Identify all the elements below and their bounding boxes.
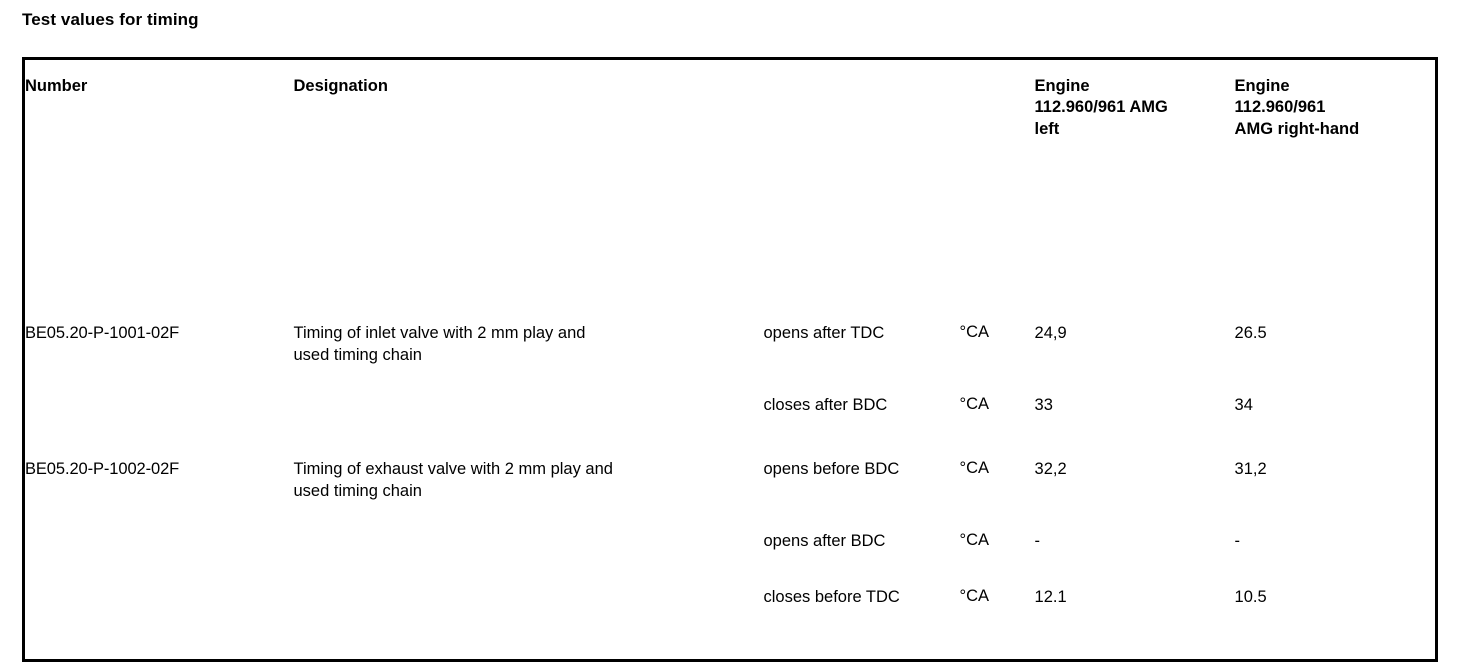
timing-test-values-table: Number Designation Engine 112.960/961 AM… xyxy=(22,57,1439,662)
measurement-label-cell: closes after BDC xyxy=(764,395,960,459)
header-cell-number: Number xyxy=(24,59,294,141)
value-cell-engine-left: 12.1 xyxy=(1035,587,1235,661)
table-row: BE05.20-P-1002-02F Timing of exhaust val… xyxy=(24,459,1437,531)
row-designation-cell: Timing of inlet valve with 2 mm play and… xyxy=(294,323,764,459)
header-label-number: Number xyxy=(25,77,88,95)
measurement-label: opens after TDC xyxy=(763,324,885,343)
measurement-unit-cell: °CA xyxy=(960,323,1035,395)
row-number-text: BE05.20-P-1001-02F xyxy=(25,324,180,343)
value-cell-engine-left: 33 xyxy=(1035,395,1235,459)
header-cell-engine-left: Engine 112.960/961 AMG left xyxy=(1035,59,1235,141)
page-title: Test values for timing xyxy=(22,10,199,29)
measurement-unit: °CA xyxy=(959,587,990,606)
value-cell-engine-right: 26.5 xyxy=(1235,323,1437,395)
measurement-unit-cell: °CA xyxy=(960,587,1035,661)
document-page: Test values for timing Number Designatio… xyxy=(22,10,1439,662)
measurement-subrow: closes before TDC °CA 12.1 10.5 xyxy=(24,587,1437,661)
measurement-unit: °CA xyxy=(959,531,990,550)
header-engine-left-line-3: left xyxy=(1034,119,1060,138)
measurement-unit: °CA xyxy=(959,395,990,414)
header-label-designation: Designation xyxy=(293,77,388,95)
measurement-label: opens before BDC xyxy=(763,460,900,479)
value-engine-right: 26.5 xyxy=(1234,324,1267,343)
measurement-label: closes after BDC xyxy=(763,396,888,415)
value-engine-left: 33 xyxy=(1034,396,1053,415)
measurement-unit: °CA xyxy=(959,323,990,342)
header-engine-left-line-2: 112.960/961 AMG xyxy=(1034,98,1168,117)
value-engine-left: 24,9 xyxy=(1034,324,1067,343)
header-engine-right-line-1: Engine xyxy=(1234,77,1290,95)
spec-table-container: Number Designation Engine 112.960/961 AM… xyxy=(22,57,1439,662)
row-number-cell: BE05.20-P-1002-02F xyxy=(24,459,294,661)
header-spacer-designation xyxy=(294,140,1035,323)
measurement-label-cell: opens after BDC xyxy=(764,531,960,587)
row-number-text: BE05.20-P-1002-02F xyxy=(25,460,180,479)
value-engine-left: 32,2 xyxy=(1034,460,1067,479)
value-cell-engine-right: 10.5 xyxy=(1235,587,1437,661)
measurement-label: opens after BDC xyxy=(763,532,886,551)
header-spacer-engine-left xyxy=(1035,140,1235,323)
table-row: BE05.20-P-1001-02F Timing of inlet valve… xyxy=(24,323,1437,395)
measurement-unit: °CA xyxy=(959,459,990,478)
designation-line-2: used timing chain xyxy=(293,345,422,364)
header-spacer-number xyxy=(24,140,294,323)
value-engine-right: 10.5 xyxy=(1234,588,1267,607)
measurement-unit-cell: °CA xyxy=(960,531,1035,587)
value-cell-engine-left: 32,2 xyxy=(1035,459,1235,531)
header-engine-left-line-1: Engine xyxy=(1034,77,1090,95)
measurement-label-cell: closes before TDC xyxy=(764,587,960,661)
measurement-subrow: opens after BDC °CA - - xyxy=(24,531,1437,587)
header-engine-right-line-3: AMG right-hand xyxy=(1234,119,1360,138)
measurement-label: closes before TDC xyxy=(763,588,900,607)
value-cell-engine-left: - xyxy=(1035,531,1235,587)
value-cell-engine-right: 34 xyxy=(1235,395,1437,459)
measurement-label-cell: opens after TDC xyxy=(764,323,960,395)
designation-line-1: Timing of inlet valve with 2 mm play and xyxy=(293,324,586,343)
value-engine-right: - xyxy=(1234,532,1241,551)
measurement-unit-cell: °CA xyxy=(960,395,1035,459)
header-cell-designation: Designation xyxy=(294,59,1035,141)
measurement-subrow: closes after BDC °CA 33 34 xyxy=(24,395,1437,459)
header-cell-engine-right: Engine 112.960/961 AMG right-hand xyxy=(1235,59,1437,141)
row-number-cell: BE05.20-P-1001-02F xyxy=(24,323,294,459)
measurement-label-cell: opens before BDC xyxy=(764,459,960,531)
value-engine-right: 31,2 xyxy=(1234,460,1267,479)
measurement-unit-cell: °CA xyxy=(960,459,1035,531)
header-spacer-row xyxy=(24,140,1437,323)
value-cell-engine-right: - xyxy=(1235,531,1437,587)
designation-line-2: used timing chain xyxy=(293,481,422,500)
header-spacer-engine-right xyxy=(1235,140,1437,323)
row-designation-cell: Timing of exhaust valve with 2 mm play a… xyxy=(294,459,764,661)
value-cell-engine-right: 31,2 xyxy=(1235,459,1437,531)
value-cell-engine-left: 24,9 xyxy=(1035,323,1235,395)
header-engine-right-line-2: 112.960/961 xyxy=(1234,98,1326,117)
value-engine-left: 12.1 xyxy=(1034,588,1067,607)
value-engine-left: - xyxy=(1034,532,1041,551)
value-engine-right: 34 xyxy=(1234,396,1253,415)
designation-line-1: Timing of exhaust valve with 2 mm play a… xyxy=(293,460,613,479)
table-header-row: Number Designation Engine 112.960/961 AM… xyxy=(24,59,1437,141)
